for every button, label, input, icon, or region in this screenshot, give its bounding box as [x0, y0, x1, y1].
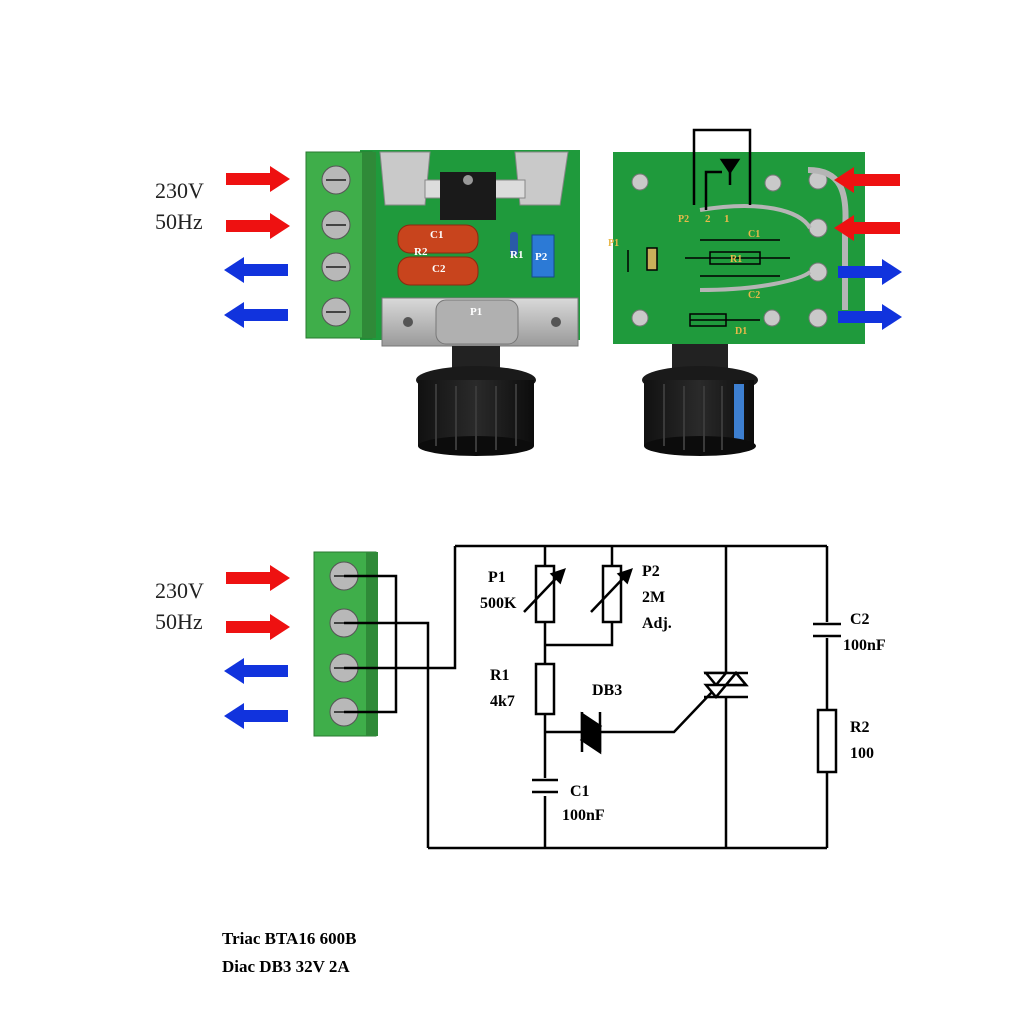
p2-potentiometer-symbol — [590, 564, 633, 624]
photo-left-c2-label: C2 — [432, 263, 446, 275]
c1-name-label: C1 — [570, 783, 590, 800]
r2-name-label: R2 — [850, 719, 870, 736]
input-arrow-icon — [226, 565, 290, 591]
photo-right-c2-label: C2 — [748, 290, 760, 301]
input-voltage-label: 230V — [155, 178, 204, 203]
knob-icon — [642, 344, 758, 456]
p1-value-label: 500K — [480, 595, 517, 612]
knob-icon — [416, 346, 536, 456]
r1-value-label: 4k7 — [490, 693, 515, 710]
photo-right-pin2-label: 2 — [705, 213, 711, 225]
schematic-terminal-block — [313, 551, 378, 737]
photo-right-c1-label: C1 — [748, 229, 760, 240]
photo-solder-side: P1 P2 2 1 C1 R1 C2 D1 — [608, 128, 902, 456]
photo-right-p2-label: P2 — [678, 214, 689, 225]
p1-potentiometer-symbol — [523, 564, 566, 624]
top-arrows — [224, 166, 290, 328]
photo-right-p1-label: P1 — [608, 238, 619, 249]
photo-right-d1-label: D1 — [735, 326, 747, 337]
c1-capacitor-symbol — [532, 778, 558, 794]
photo-left-p2-label: P2 — [535, 251, 548, 263]
p2-value-label: 2M — [642, 589, 665, 606]
heatsink — [379, 151, 569, 220]
db3-name-label: DB3 — [592, 682, 622, 699]
c1-value-label: 100nF — [562, 807, 605, 824]
r2-value-label: 100 — [850, 745, 874, 762]
triac-overlay-icon — [692, 128, 752, 210]
output-arrow-icon — [224, 302, 288, 328]
r2-resistor-symbol — [816, 708, 838, 774]
c2-value-label: 100nF — [843, 637, 886, 654]
output-arrow-icon — [838, 259, 902, 285]
r1-name-label: R1 — [490, 667, 510, 684]
photo-component-side: C1 R2 C2 R1 P2 P1 — [305, 150, 580, 456]
p2-note-label: Adj. — [642, 615, 672, 632]
schematic-wires — [344, 544, 829, 850]
c2-name-label: C2 — [850, 611, 870, 628]
schematic-frequency-label: 50Hz — [155, 609, 203, 634]
terminal-block — [305, 151, 376, 339]
r1-resistor-symbol — [534, 662, 556, 716]
c2-capacitor-symbol — [813, 622, 841, 638]
photo-left-r2-label: R2 — [414, 246, 428, 258]
input-arrow-icon — [226, 614, 290, 640]
diac-note: Diac DB3 32V 2A — [222, 957, 350, 976]
triac-symbol — [703, 671, 749, 699]
input-arrow-icon — [226, 213, 290, 239]
photo-left-c1-label: C1 — [430, 229, 443, 241]
p2-name-label: P2 — [642, 563, 660, 580]
photo-left-p1-label: P1 — [470, 306, 482, 318]
output-arrow-icon — [838, 304, 902, 330]
photo-right-pin1-label: 1 — [724, 213, 730, 225]
input-arrow-icon — [226, 166, 290, 192]
input-arrow-icon — [834, 215, 900, 241]
output-arrow-icon — [224, 703, 288, 729]
p1-name-label: P1 — [488, 569, 506, 586]
input-frequency-label: 50Hz — [155, 209, 203, 234]
schematic-voltage-label: 230V — [155, 578, 204, 603]
input-arrow-icon — [834, 167, 900, 193]
triac-note: Triac BTA16 600B — [222, 929, 356, 948]
db3-diac-symbol — [579, 711, 603, 755]
schematic-arrows — [224, 565, 290, 729]
output-arrow-icon — [224, 658, 288, 684]
photo-left-r1-label: R1 — [510, 249, 523, 261]
output-arrow-icon — [224, 257, 288, 283]
photo-right-r1-label: R1 — [730, 254, 742, 265]
